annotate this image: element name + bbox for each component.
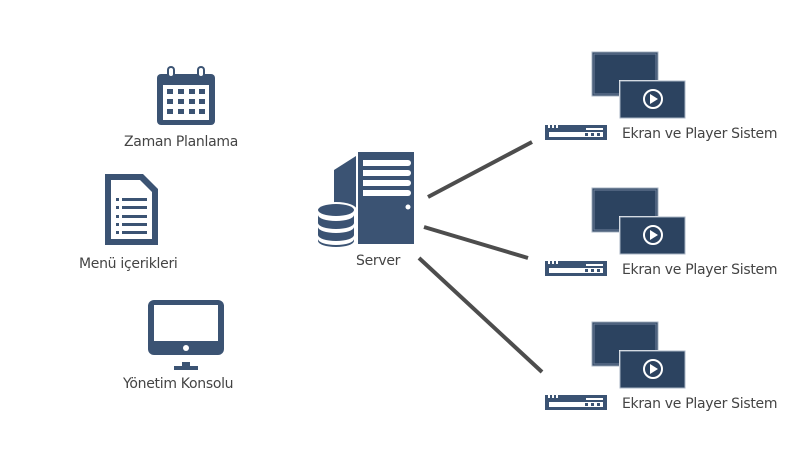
player-device-icon [545, 123, 607, 140]
source-label-schedule: Zaman Planlama [124, 134, 238, 150]
calendar-icon [157, 66, 215, 125]
server-database-icon [315, 152, 414, 252]
endpoint-label: Ekran ve Player Sistem [622, 262, 778, 278]
source-label-menu-content: Menü içerikleri [79, 256, 178, 272]
connection-line-2 [423, 225, 529, 260]
player-device-icon [545, 259, 607, 276]
screen-player-icon [591, 51, 686, 119]
player-device-icon [545, 393, 607, 410]
document-list-icon [105, 174, 158, 245]
server-label: Server [356, 253, 401, 269]
connection-line-1 [427, 140, 533, 199]
monitor-icon [148, 300, 224, 370]
connection-line-3 [417, 256, 544, 374]
endpoint-label: Ekran ve Player Sistem [622, 396, 778, 412]
screen-player-icon [591, 321, 686, 389]
endpoint-label: Ekran ve Player Sistem [622, 126, 778, 142]
screen-player-icon [591, 187, 686, 255]
source-label-console: Yönetim Konsolu [123, 376, 234, 392]
